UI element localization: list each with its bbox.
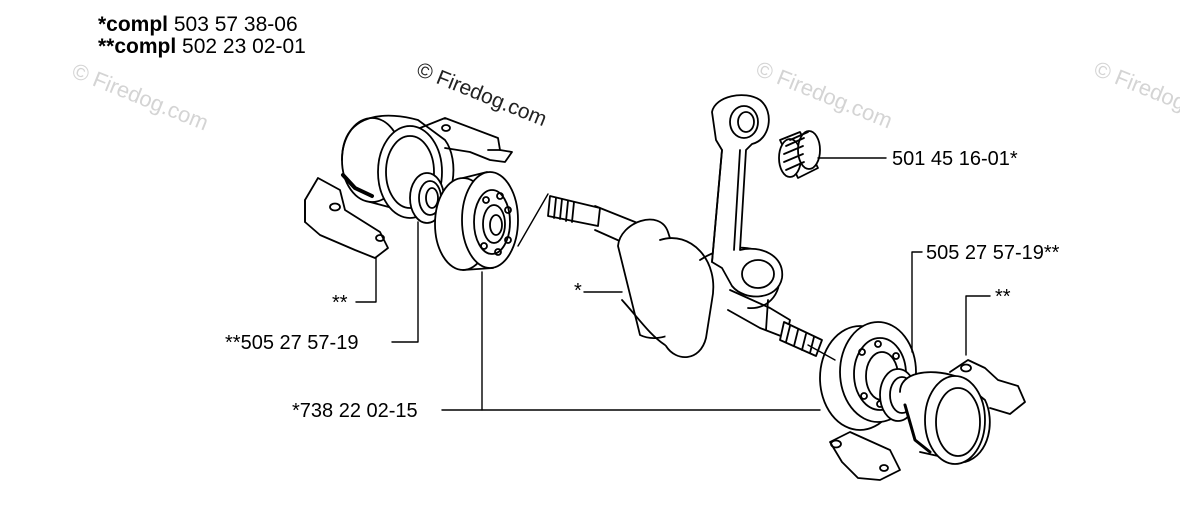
- crankshaft: [547, 195, 823, 359]
- callout-right-housing: **: [995, 286, 1011, 308]
- needle-bearing: [778, 130, 821, 179]
- left-ball-bearing: [434, 171, 519, 271]
- right-bearing-housing: [829, 359, 1026, 481]
- kit-number: 502 23 02-01: [182, 35, 306, 58]
- kit-line-2: **compl 502 23 02-01: [98, 36, 306, 58]
- callout-left-housing: **: [332, 292, 348, 314]
- callout-left-seal: **505 27 57-19: [225, 332, 359, 354]
- connecting-rod: [711, 94, 783, 298]
- callout-needle-bearing: 501 45 16-01*: [892, 148, 1018, 170]
- kit-mark: *compl: [98, 13, 169, 36]
- leader-lines: [355, 157, 991, 411]
- callout-crankshaft: *: [574, 280, 582, 302]
- kit-line-1: *compl 503 57 38-06: [98, 14, 298, 36]
- kit-mark: **compl: [98, 35, 177, 58]
- callout-right-seal: 505 27 57-19**: [926, 242, 1060, 264]
- callout-main-bearings: *738 22 02-15: [292, 400, 418, 422]
- kit-number: 503 57 38-06: [173, 13, 298, 36]
